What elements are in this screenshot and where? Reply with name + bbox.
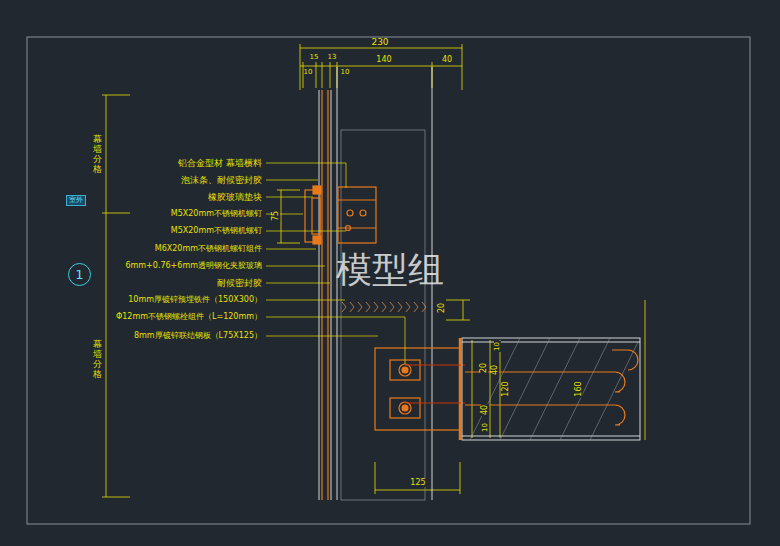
callout-text: M6X20mm不锈钢机螺钉组件 [155,245,262,253]
callout-text: 橡胶玻璃垫块 [208,193,262,202]
node-text: 1 [75,268,83,281]
dimension-text: 20 [438,302,446,314]
dimension-text: 160 [575,380,583,397]
dimension-text: 75 [272,210,280,222]
dimension-text: 125 [409,479,426,487]
dimension-text: 140 [376,56,391,64]
callout-text: Φ12mm不锈钢螺栓组件（L=120mm） [116,313,262,321]
dimension-text: 10 [341,69,350,76]
outdoor-tag: 室外 [66,195,86,206]
detail-circle: 1 [68,263,91,286]
callout-text: 8mm厚镀锌联结钢板（L75X125） [134,332,262,340]
dimension-text: 230 [371,38,388,47]
dimension-text: 10 [304,69,313,76]
vertical-label: 幕墙分格 [93,340,102,380]
callout-text: 耐候密封胶 [217,279,262,288]
callout-text: 10mm厚镀锌预埋铁件（150X300） [128,296,262,304]
dimension-text: 40 [491,364,499,376]
dimension-text: 13 [328,54,337,61]
callout-text: M5X20mm不锈钢机螺钉 [171,227,262,235]
dimension-text: 120 [502,380,510,397]
node-text: 室外 [69,197,83,204]
dimension-text: 15 [310,54,319,61]
dimension-text: 40 [442,56,452,64]
dimension-text: 20 [480,362,488,374]
callout-text: 泡沫条、耐候密封胶 [181,176,262,185]
watermark: 模型组 [336,252,444,288]
callout-text: M5X20mm不锈钢机螺钉 [171,210,262,218]
callout-text: 6mm+0.76+6mm透明钢化夹胶玻璃 [125,262,262,270]
dimension-text: 10 [493,341,500,352]
vertical-label: 幕墙分格 [93,135,102,175]
callout-text: 铝合金型材 幕墙横料 [178,159,262,168]
dimension-text: 10 [481,422,488,433]
dimension-text: 40 [481,404,489,416]
